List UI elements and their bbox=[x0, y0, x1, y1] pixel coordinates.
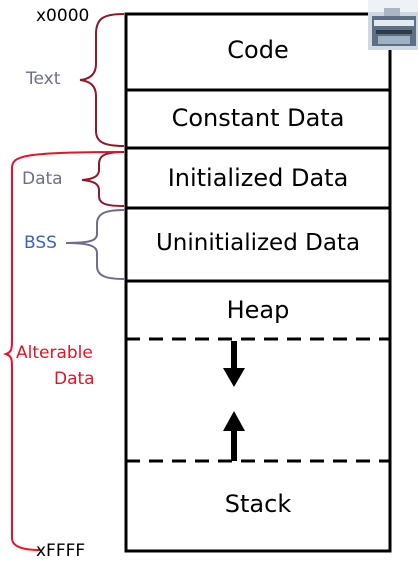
data-brace-label: Data bbox=[22, 169, 63, 189]
code-segment-label: Code bbox=[227, 36, 289, 64]
stack-segment-label: Stack bbox=[224, 490, 292, 518]
alterable-data-label-line1: Alterable bbox=[16, 343, 93, 363]
alterable-data-brace bbox=[2, 151, 123, 551]
alterable-data-label-line2: Data bbox=[54, 369, 95, 389]
initialized-data-segment-label: Initialized Data bbox=[167, 164, 349, 192]
text-brace-label: Text bbox=[26, 69, 61, 89]
uninitialized-data-segment-label: Uninitialized Data bbox=[155, 230, 361, 256]
heap-growth-arrow-icon bbox=[223, 341, 245, 387]
stack-growth-arrow-icon bbox=[223, 411, 245, 461]
constant-data-segment-label: Constant Data bbox=[171, 104, 345, 132]
bss-brace-label: BSS bbox=[24, 233, 57, 253]
text-brace bbox=[79, 13, 125, 147]
heap-segment-label: Heap bbox=[226, 296, 290, 324]
building-logo-icon bbox=[368, 0, 418, 50]
start-address-label: x0000 bbox=[36, 6, 90, 26]
data-brace bbox=[81, 151, 125, 207]
bss-brace bbox=[65, 209, 125, 280]
end-address-label: xFFFF bbox=[36, 541, 86, 561]
